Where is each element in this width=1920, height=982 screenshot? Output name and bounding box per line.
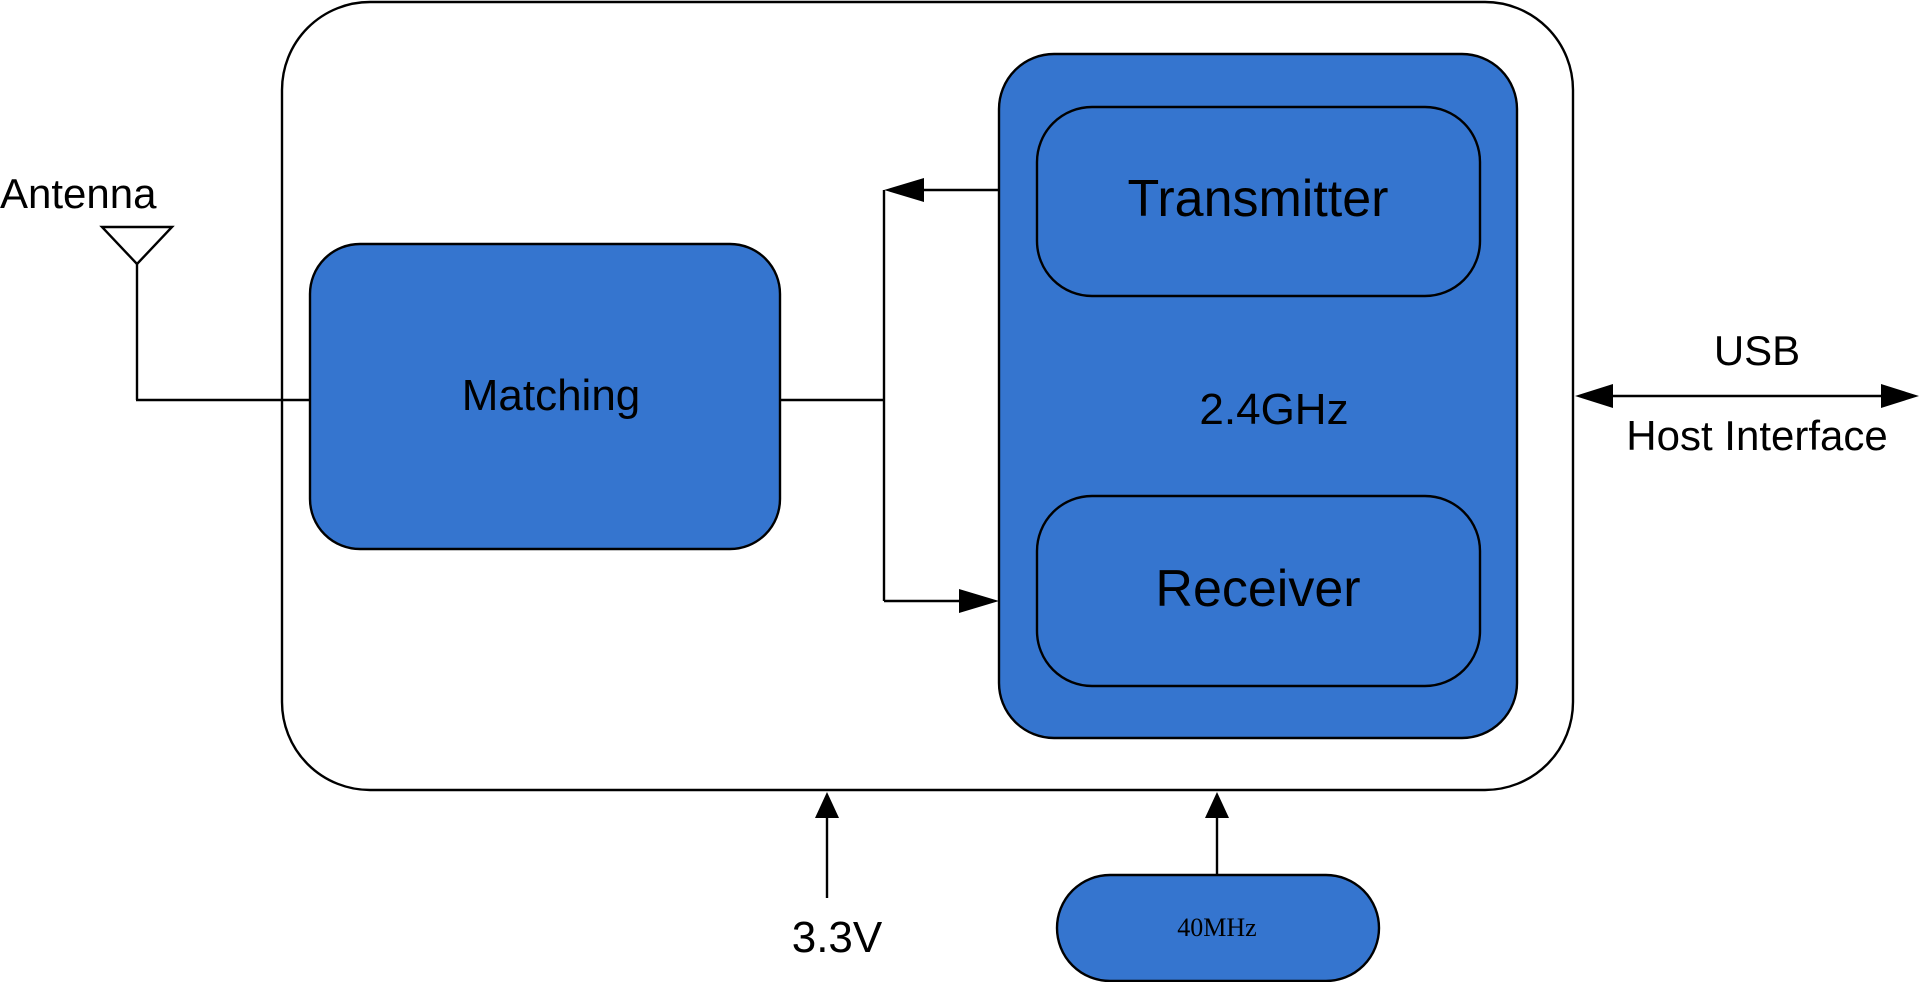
crystal-label: 40MHz <box>1177 913 1256 942</box>
clock-arrow <box>1205 792 1229 875</box>
matching-label: Matching <box>462 371 641 420</box>
receiver-block <box>1035 494 1482 688</box>
host-interface-label: Host Interface <box>1626 412 1887 459</box>
band-label: 2.4GHz <box>1199 385 1348 434</box>
receiver-label: Receiver <box>1155 560 1360 618</box>
transmitter-label: Transmitter <box>1128 170 1389 228</box>
supply-arrow <box>815 792 839 898</box>
supply-voltage-label: 3.3V <box>792 913 883 962</box>
transmitter-block <box>1035 105 1482 298</box>
receiver-input-arrow <box>959 589 999 613</box>
usb-bidirectional-arrow <box>1575 384 1919 408</box>
transmitter-output-arrow <box>884 178 924 202</box>
antenna-label: Antenna <box>0 170 157 217</box>
matching-block <box>308 242 782 551</box>
antenna-icon <box>99 225 175 400</box>
usb-label: USB <box>1714 327 1800 374</box>
